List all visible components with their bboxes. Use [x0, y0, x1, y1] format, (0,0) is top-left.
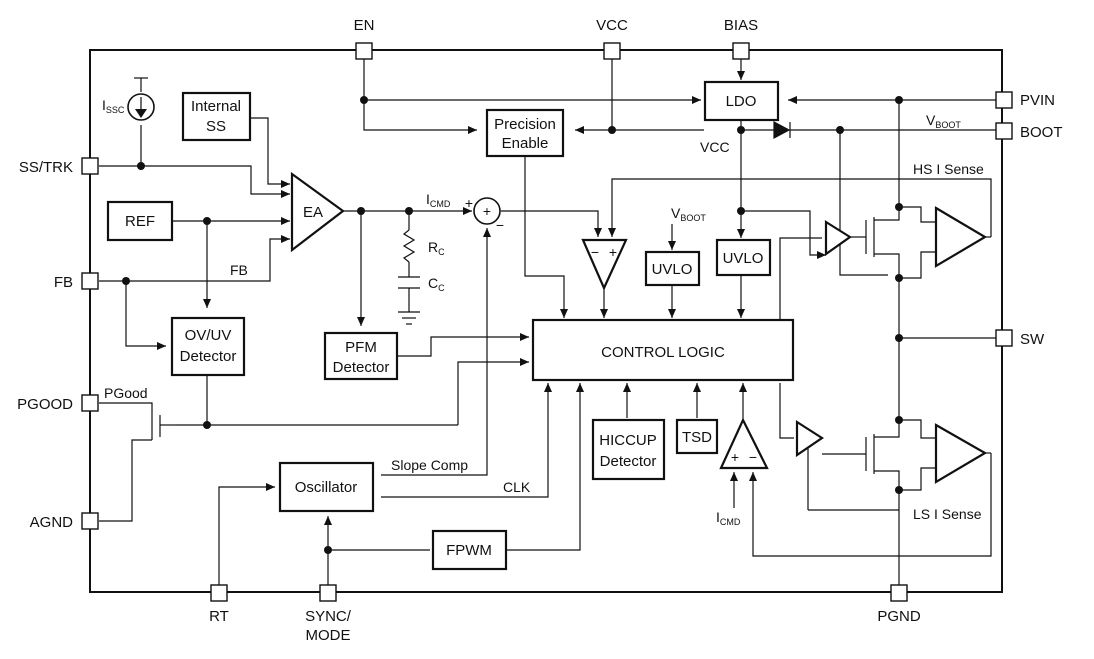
oscillator-block: Oscillator	[278, 461, 375, 513]
ref-block: REF	[106, 200, 174, 242]
svg-text:REF: REF	[125, 213, 155, 230]
uvlo-block-1: UVLO	[644, 250, 701, 287]
svg-text:CONTROL LOGIC: CONTROL LOGIC	[601, 344, 725, 361]
svg-text:PFM: PFM	[345, 339, 377, 356]
pin-pvin-label: PVIN	[1020, 92, 1055, 109]
ls-gate-driver	[795, 419, 824, 458]
ls-sense-amp	[934, 423, 988, 484]
hs-sense-amp	[934, 206, 988, 268]
svg-text:TSD: TSD	[682, 429, 712, 446]
svg-text:UVLO: UVLO	[652, 261, 693, 278]
rc-label: RC	[428, 239, 445, 257]
ls-sense-label: LS I Sense	[913, 506, 982, 522]
hiccup-detector-block: HICCUP Detector	[591, 418, 666, 481]
svg-text:LDO: LDO	[726, 93, 757, 110]
internal-ss-block: Internal SS	[181, 91, 252, 142]
tsd-block: TSD	[675, 418, 719, 455]
pin-fb-label: FB	[54, 274, 73, 291]
pin-en-label: EN	[354, 17, 375, 34]
pin-sw-label: SW	[1020, 331, 1045, 348]
pin-sync-label: SYNC/	[305, 608, 352, 625]
svg-text:−: −	[496, 217, 504, 233]
issc-label: ISSC	[102, 97, 125, 115]
junction-dots	[122, 96, 903, 554]
ls-current-comparator: + −	[719, 417, 769, 470]
pin-vcc-label: VCC	[596, 17, 628, 34]
svg-text:Detector: Detector	[180, 348, 237, 365]
fb-internal-label: FB	[230, 262, 248, 278]
pin-boot-label: BOOT	[1020, 124, 1063, 141]
svg-text:+: +	[465, 195, 473, 211]
svg-text:Enable: Enable	[502, 135, 549, 152]
svg-text:+: +	[483, 203, 491, 219]
svg-text:+: +	[731, 449, 739, 465]
pin-ss-trk-label: SS/TRK	[19, 159, 73, 176]
uvlo-block-2: UVLO	[715, 238, 772, 277]
vboot-label: VBOOT	[926, 112, 961, 130]
issc-current-source	[127, 77, 155, 121]
svg-text:Oscillator: Oscillator	[295, 479, 358, 496]
vcc-internal-label: VCC	[700, 139, 730, 155]
svg-text:−: −	[591, 244, 599, 260]
svg-text:Detector: Detector	[333, 359, 390, 376]
pfm-detector-block: PFM Detector	[323, 331, 399, 381]
svg-text:EA: EA	[303, 204, 323, 221]
pin-pgnd-label: PGND	[877, 608, 921, 625]
svg-text:SS: SS	[206, 118, 226, 135]
svg-text:Internal: Internal	[191, 98, 241, 115]
pin-bias-label: BIAS	[724, 17, 758, 34]
icmd-ls-label: ICMD	[716, 509, 741, 527]
icmd-label: ICMD	[426, 191, 451, 209]
pgood-internal-label: PGood	[104, 385, 148, 401]
svg-text:OV/UV: OV/UV	[185, 327, 232, 344]
control-logic-block: CONTROL LOGIC	[531, 318, 795, 382]
hs-sense-label: HS I Sense	[913, 161, 984, 177]
cc-label: CC	[428, 275, 445, 293]
wires	[99, 59, 997, 585]
pin-pgood-label: PGOOD	[17, 396, 73, 413]
ldo-block: LDO	[703, 80, 780, 122]
svg-text:+: +	[609, 244, 617, 260]
pin-squares	[81, 42, 1013, 602]
pwm-comparator: − +	[581, 238, 628, 291]
ea-amplifier: EA	[290, 171, 345, 253]
svg-text:FPWM: FPWM	[446, 542, 492, 559]
hs-gate-driver	[824, 220, 852, 257]
pin-agnd-label: AGND	[30, 514, 74, 531]
precision-enable-block: Precision Enable	[485, 108, 565, 158]
svg-text:UVLO: UVLO	[723, 250, 764, 267]
svg-text:Precision: Precision	[494, 116, 556, 133]
slope-comp-label: Slope Comp	[391, 457, 468, 473]
svg-text:−: −	[749, 449, 757, 465]
ic-outline	[89, 49, 1003, 593]
pin-mode-label: MODE	[306, 627, 351, 644]
svg-text:Detector: Detector	[600, 453, 657, 470]
fpwm-block: FPWM	[431, 529, 508, 571]
clk-label: CLK	[503, 479, 531, 495]
vboot-uvlo-label: VBOOT	[671, 205, 706, 223]
svg-text:HICCUP: HICCUP	[599, 432, 657, 449]
ovuv-detector-block: OV/UV Detector	[170, 316, 246, 377]
pin-rt-label: RT	[209, 608, 229, 625]
summing-node: + + −	[465, 195, 504, 233]
